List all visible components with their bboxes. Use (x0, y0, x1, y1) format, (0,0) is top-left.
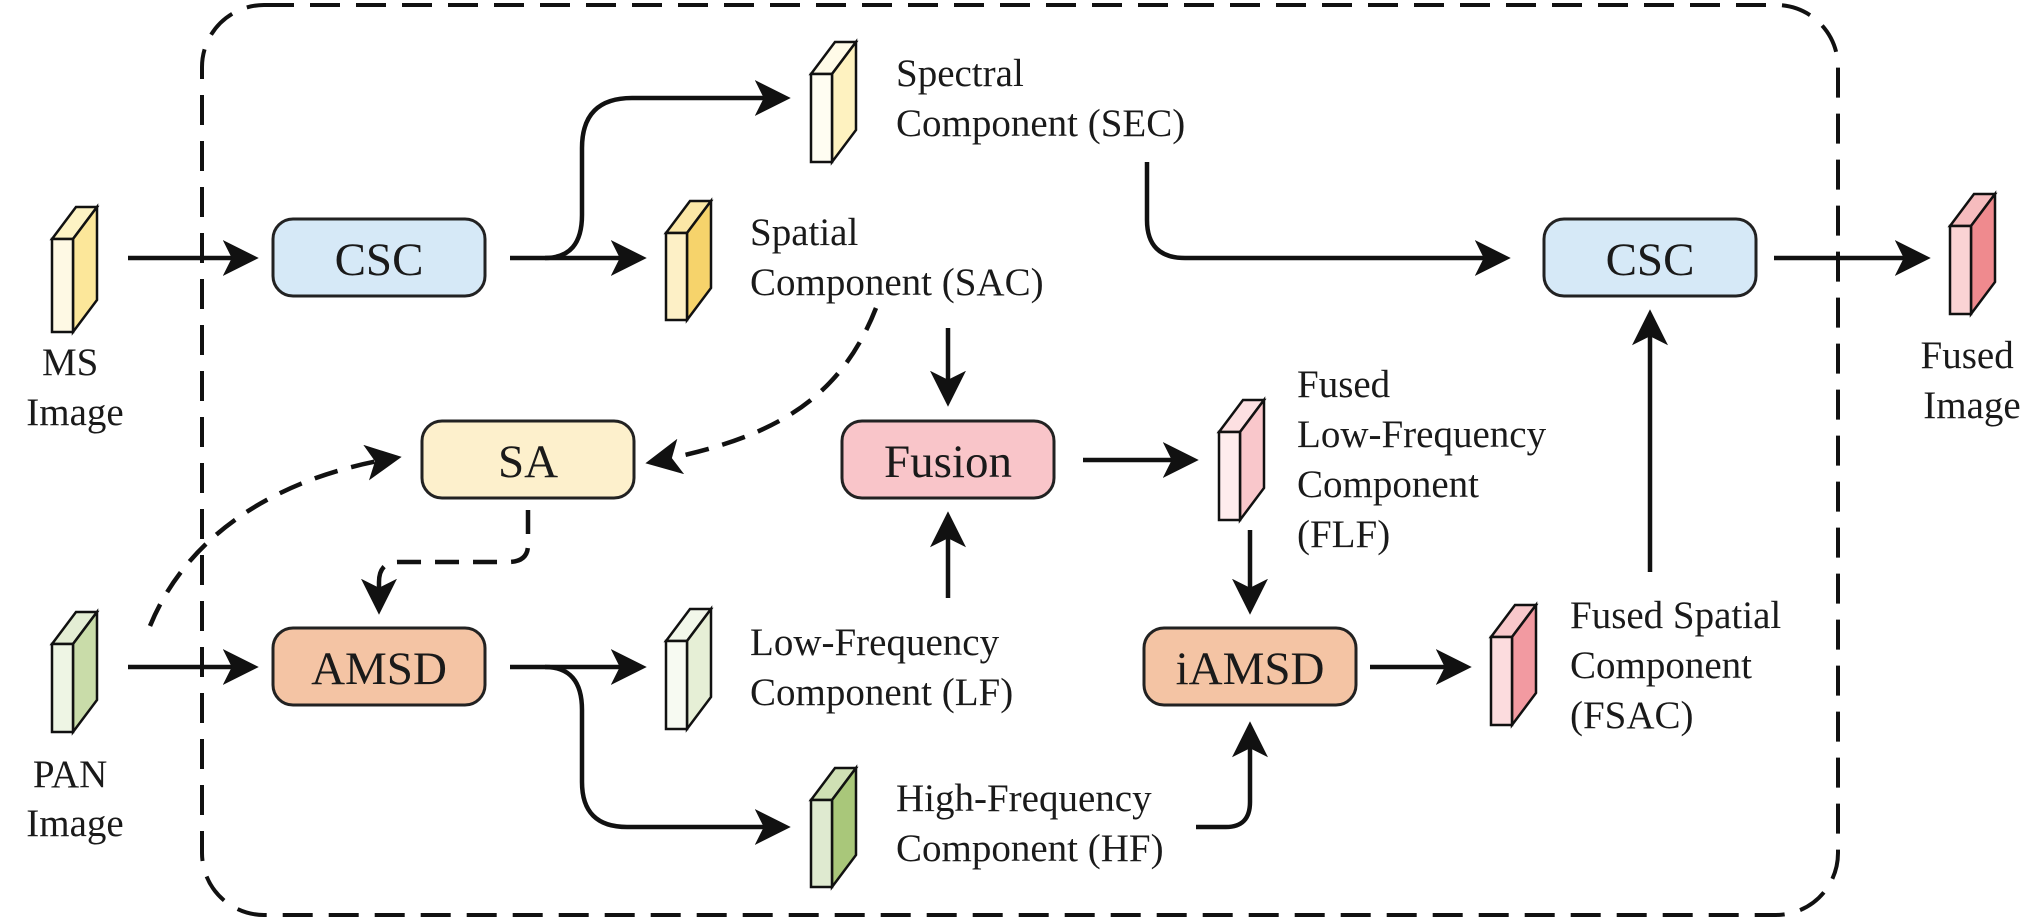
sec-label: Spectral Component (SEC) (896, 52, 1185, 145)
fsac-cube (1488, 601, 1539, 729)
arrow-hf-to-iamsd (1196, 721, 1268, 830)
fusion-label: Fusion (884, 436, 1012, 488)
amsd-label: AMSD (311, 643, 447, 695)
hf-label: High-Frequency Component (HF) (896, 777, 1164, 870)
dashed-arrow-sac-to-sa (645, 307, 879, 475)
dashed-arrow-sa-to-amsd (361, 510, 531, 615)
arrow-sec-to-csc (1144, 162, 1511, 276)
hf-cube (808, 764, 859, 891)
fusion-block: Fusion (840, 419, 1056, 500)
arrow-csc-to-sec (544, 80, 791, 261)
sac-cube (663, 197, 714, 324)
ms-image-cube (49, 203, 100, 336)
lf-cube (663, 605, 714, 733)
ms-image-label: MS Image (26, 341, 123, 434)
lf-label: Low-Frequency Component (LF) (750, 621, 1013, 714)
csc-block-left: CSC (271, 217, 487, 298)
dashed-arrow-pan-to-sa (147, 444, 402, 627)
flf-cube (1216, 396, 1267, 524)
sac-label: Spatial Component (SAC) (750, 211, 1044, 304)
amsd-block: AMSD (271, 626, 487, 707)
fused-image-label: Fused Image (1921, 334, 2024, 427)
pan-image-label: PAN Image (26, 753, 123, 845)
pan-image-cube (49, 608, 100, 736)
sec-cube (808, 38, 859, 166)
framework-container (200, 3, 1840, 917)
fsac-label: Fused Spatial Component (FSAC) (1570, 594, 1791, 737)
csc-left-label: CSC (335, 234, 424, 286)
sa-label: SA (498, 436, 558, 488)
iamsd-block: iAMSD (1142, 626, 1358, 707)
sa-block: SA (420, 419, 636, 500)
csc-block-right: CSC (1542, 217, 1758, 298)
csc-right-label: CSC (1606, 234, 1695, 286)
fused-image-cube (1947, 190, 1998, 318)
arrow-amsd-to-hf (544, 664, 791, 845)
flf-label: Fused Low-Frequency Component (FLF) (1297, 363, 1556, 556)
iamsd-label: iAMSD (1176, 643, 1325, 695)
